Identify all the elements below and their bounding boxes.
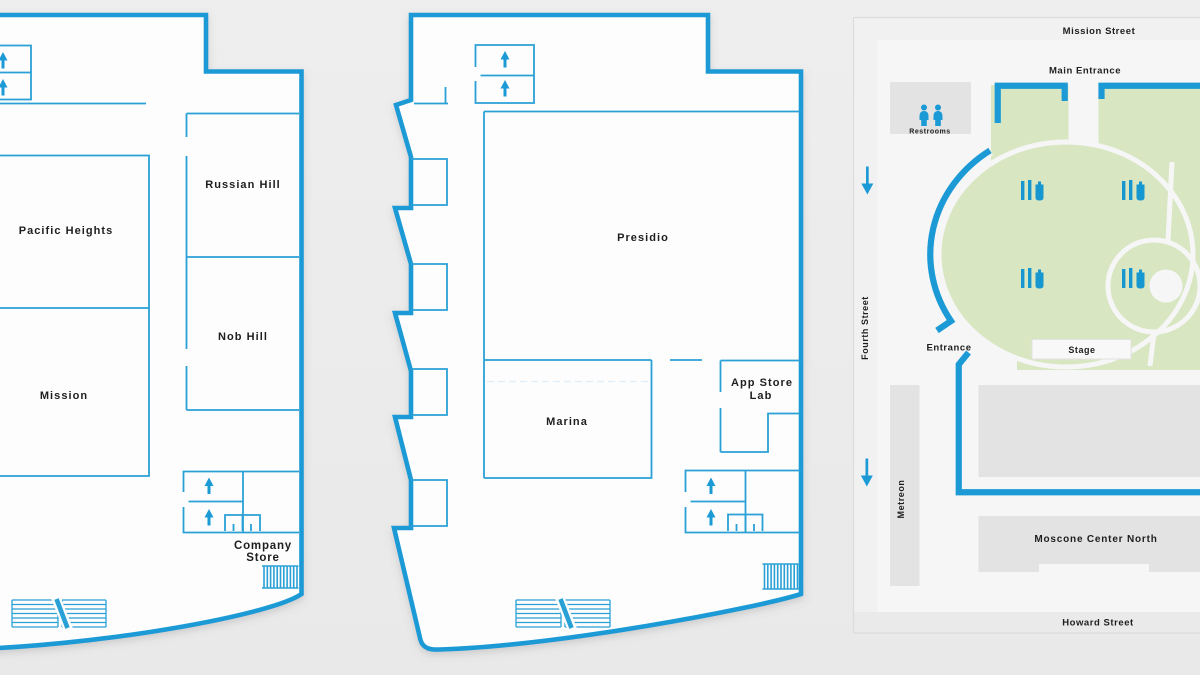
svg-text:Restrooms: Restrooms: [909, 129, 951, 136]
svg-text:Metreon: Metreon: [896, 480, 906, 519]
svg-text:Mission Street: Mission Street: [1063, 26, 1136, 37]
svg-text:Entrance: Entrance: [926, 343, 971, 354]
svg-text:Company: Company: [234, 540, 292, 552]
svg-text:Pacific Heights: Pacific Heights: [19, 225, 114, 237]
svg-text:Nob Hill: Nob Hill: [218, 331, 268, 343]
svg-text:Mission: Mission: [40, 390, 88, 402]
svg-text:Moscone Center North: Moscone Center North: [1034, 534, 1157, 545]
svg-text:Presidio: Presidio: [617, 232, 669, 244]
svg-text:Stage: Stage: [1068, 345, 1095, 355]
svg-text:Howard Street: Howard Street: [1062, 618, 1134, 629]
svg-text:Store: Store: [246, 552, 279, 564]
svg-text:Marina: Marina: [546, 416, 588, 428]
svg-text:Main Entrance: Main Entrance: [1049, 66, 1121, 77]
svg-text:Fourth Street: Fourth Street: [860, 296, 870, 360]
svg-text:Russian Hill: Russian Hill: [205, 179, 281, 191]
svg-text:App Store: App Store: [731, 377, 793, 389]
svg-text:Lab: Lab: [750, 390, 773, 402]
